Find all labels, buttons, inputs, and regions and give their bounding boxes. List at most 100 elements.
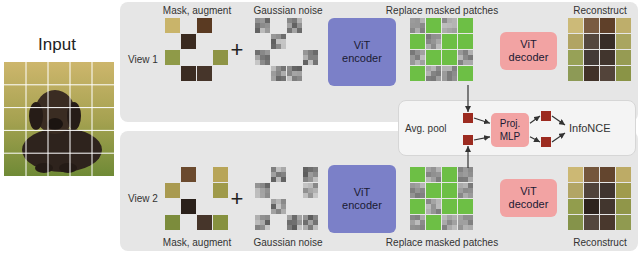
token-pixel bbox=[420, 193, 425, 198]
arrow bbox=[552, 133, 565, 142]
token-pixel bbox=[463, 215, 468, 220]
noise-pixel bbox=[276, 199, 281, 204]
noise-pixel bbox=[303, 172, 308, 177]
noise-pixel bbox=[313, 220, 318, 225]
mask-token bbox=[442, 34, 457, 49]
token-pixel bbox=[426, 71, 431, 76]
noise-pixel bbox=[255, 215, 260, 220]
noise-pixel bbox=[276, 209, 281, 214]
image-patch bbox=[213, 183, 228, 198]
noise-pixel bbox=[303, 167, 308, 172]
token-pixel bbox=[431, 172, 436, 177]
noise-pixel bbox=[255, 28, 260, 33]
reconstructed-patch bbox=[584, 34, 599, 49]
noise-pixel bbox=[260, 225, 265, 230]
token-pixel bbox=[431, 177, 436, 182]
reconstructed-patch bbox=[616, 66, 631, 81]
noise-pixel bbox=[276, 71, 281, 76]
noise-pixel bbox=[276, 177, 281, 182]
noise-pixel bbox=[313, 55, 318, 60]
noise-pixel bbox=[303, 50, 308, 55]
noise-pixel bbox=[313, 60, 318, 65]
caption-text: Reconstruct bbox=[573, 5, 626, 17]
noise-pixel bbox=[276, 34, 281, 39]
noise-pixel bbox=[255, 18, 260, 23]
token-pixel bbox=[458, 193, 463, 198]
dog-paw bbox=[59, 163, 77, 173]
image-patch bbox=[165, 50, 180, 65]
noise-pixel bbox=[287, 66, 292, 71]
noise-pixel bbox=[297, 18, 302, 23]
reconstructed-patch bbox=[616, 18, 631, 33]
token-pixel bbox=[463, 177, 468, 182]
token-pixel bbox=[431, 209, 436, 214]
token-pixel bbox=[463, 220, 468, 225]
token-pixel bbox=[436, 34, 441, 39]
noise-pixel bbox=[265, 188, 270, 193]
replace-patches bbox=[410, 167, 473, 230]
noise-pixel bbox=[260, 28, 265, 33]
noise-pixel bbox=[292, 18, 297, 23]
token-pixel bbox=[468, 215, 473, 220]
token-pixel bbox=[463, 60, 468, 65]
token-pixel bbox=[415, 60, 420, 65]
noise-pixel bbox=[308, 60, 313, 65]
noise-pixel bbox=[308, 193, 313, 198]
arrow bbox=[530, 116, 540, 123]
token-pixel bbox=[458, 188, 463, 193]
token-pixel bbox=[468, 177, 473, 182]
reconstructed-patch bbox=[600, 18, 615, 33]
token-pixel bbox=[436, 199, 441, 204]
noise-pixel bbox=[265, 220, 270, 225]
token-pixel bbox=[447, 28, 452, 33]
image-patch bbox=[181, 167, 196, 182]
token-pixel bbox=[458, 60, 463, 65]
token-pixel bbox=[463, 188, 468, 193]
token-pixel bbox=[426, 204, 431, 209]
noise-pixel bbox=[255, 188, 260, 193]
process-box: ViT encoder bbox=[328, 165, 396, 233]
noise-pixel bbox=[271, 204, 276, 209]
noise-patches bbox=[255, 18, 318, 81]
embedding-square bbox=[541, 111, 551, 121]
masked-patches bbox=[165, 18, 228, 81]
token-pixel bbox=[447, 225, 452, 230]
token-pixel bbox=[436, 172, 441, 177]
noise-pixel bbox=[292, 23, 297, 28]
box-label: ViT encoder bbox=[339, 186, 385, 212]
noise-pixel bbox=[281, 167, 286, 172]
token-pixel bbox=[426, 66, 431, 71]
noise-pixel bbox=[292, 71, 297, 76]
token-pixel bbox=[436, 39, 441, 44]
dog-ear bbox=[67, 102, 81, 130]
token-pixel bbox=[426, 167, 431, 172]
mask-token bbox=[458, 199, 473, 214]
token-pixel bbox=[420, 50, 425, 55]
token-pixel bbox=[415, 18, 420, 23]
noise-pixel bbox=[313, 183, 318, 188]
image-patch bbox=[197, 66, 212, 81]
token-pixel bbox=[410, 193, 415, 198]
noise-pixel bbox=[297, 215, 302, 220]
box-label: ViT decoder bbox=[506, 38, 552, 64]
noise-pixel bbox=[281, 71, 286, 76]
reconstructed-patch bbox=[616, 50, 631, 65]
noise-pixel bbox=[308, 220, 313, 225]
token-pixel bbox=[463, 167, 468, 172]
token-pixel bbox=[436, 66, 441, 71]
image-patch bbox=[213, 215, 228, 230]
noise-pixel bbox=[271, 167, 276, 172]
token-pixel bbox=[431, 204, 436, 209]
noise-pixel bbox=[255, 193, 260, 198]
token-pixel bbox=[420, 55, 425, 60]
noise-pixel bbox=[313, 193, 318, 198]
token-pixel bbox=[463, 172, 468, 177]
noise-pixel bbox=[281, 177, 286, 182]
image-patch bbox=[181, 34, 196, 49]
arrow bbox=[467, 146, 468, 168]
token-pixel bbox=[463, 183, 468, 188]
image-patch bbox=[181, 66, 196, 81]
mask-token bbox=[410, 34, 425, 49]
noise-pixel bbox=[276, 66, 281, 71]
recon-patches bbox=[568, 18, 631, 81]
